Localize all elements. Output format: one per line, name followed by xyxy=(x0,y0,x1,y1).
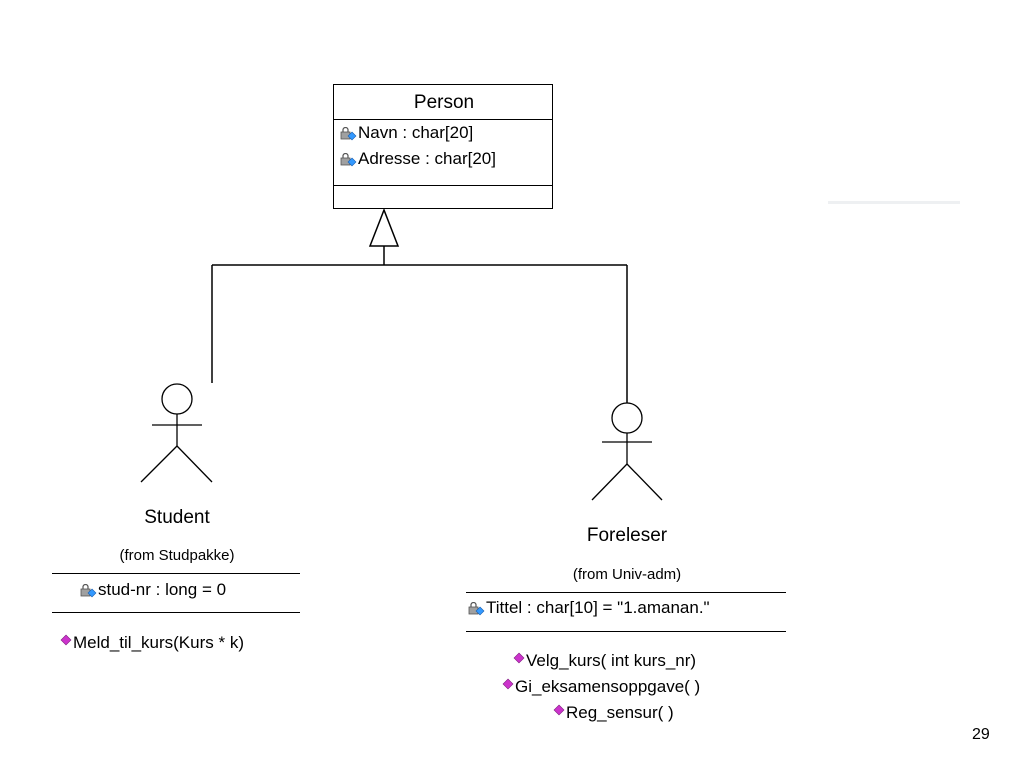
person-attributes-divider xyxy=(334,185,552,186)
inheritance-arrowhead xyxy=(368,207,400,247)
student-operation-meld-til-kurs: Meld_til_kurs(Kurs * k) xyxy=(73,633,244,652)
foreleser-operation-gi-eksamensoppgave: Gi_eksamensoppgave( ) xyxy=(515,677,701,696)
lock-attribute-icon xyxy=(468,601,485,615)
person-attribute-row: Navn : char[20] xyxy=(340,123,473,143)
student-name[interactable]: Student xyxy=(144,507,210,528)
person-class-box[interactable]: Person Navn : char[20] Adresse : char[20… xyxy=(333,84,553,209)
operation-diamond-icon xyxy=(60,634,72,646)
lock-attribute-icon xyxy=(340,126,357,140)
student-attribute-stud-nr: stud-nr : long = 0 xyxy=(98,580,227,599)
generalization-connector xyxy=(211,207,628,403)
student-actor-icon xyxy=(140,383,213,483)
page-number: 29 xyxy=(972,726,990,743)
lock-attribute-icon xyxy=(340,152,357,166)
foreleser-attribute-row: Tittel : char[10] = "1.amanan." xyxy=(468,598,710,618)
foreleser-divider-top xyxy=(466,592,786,593)
foreleser-operation-velg-kurs: Velg_kurs( int kurs_nr) xyxy=(526,651,697,670)
student-package: (from Studpakke) xyxy=(119,547,235,564)
foreleser-operation-row: Reg_sensur( ) xyxy=(553,703,674,723)
student-divider-top xyxy=(52,573,300,574)
foreleser-divider-bottom xyxy=(466,631,786,632)
foreleser-operation-row: Velg_kurs( int kurs_nr) xyxy=(513,651,696,671)
faint-artifact-line xyxy=(828,201,960,204)
operation-diamond-icon xyxy=(502,678,514,690)
student-operation-row: Meld_til_kurs(Kurs * k) xyxy=(60,633,244,653)
student-attribute-row: stud-nr : long = 0 xyxy=(80,580,226,600)
lock-attribute-icon xyxy=(80,583,97,597)
person-class-name: Person xyxy=(413,92,475,113)
person-attribute-row: Adresse : char[20] xyxy=(340,149,496,169)
foreleser-operation-reg-sensur: Reg_sensur( ) xyxy=(566,703,674,722)
student-divider-bottom xyxy=(52,612,300,613)
foreleser-operation-row: Gi_eksamensoppgave( ) xyxy=(502,677,700,697)
person-attribute-adresse: Adresse : char[20] xyxy=(358,149,496,168)
foreleser-package: (from Univ-adm) xyxy=(572,566,682,583)
foreleser-attribute-tittel: Tittel : char[10] = "1.amanan." xyxy=(486,598,710,617)
person-name-divider xyxy=(334,119,552,120)
operation-diamond-icon xyxy=(553,704,565,716)
foreleser-actor-icon xyxy=(591,402,663,501)
person-attribute-navn: Navn : char[20] xyxy=(358,123,474,142)
operation-diamond-icon xyxy=(513,652,525,664)
foreleser-name[interactable]: Foreleser xyxy=(586,525,668,546)
